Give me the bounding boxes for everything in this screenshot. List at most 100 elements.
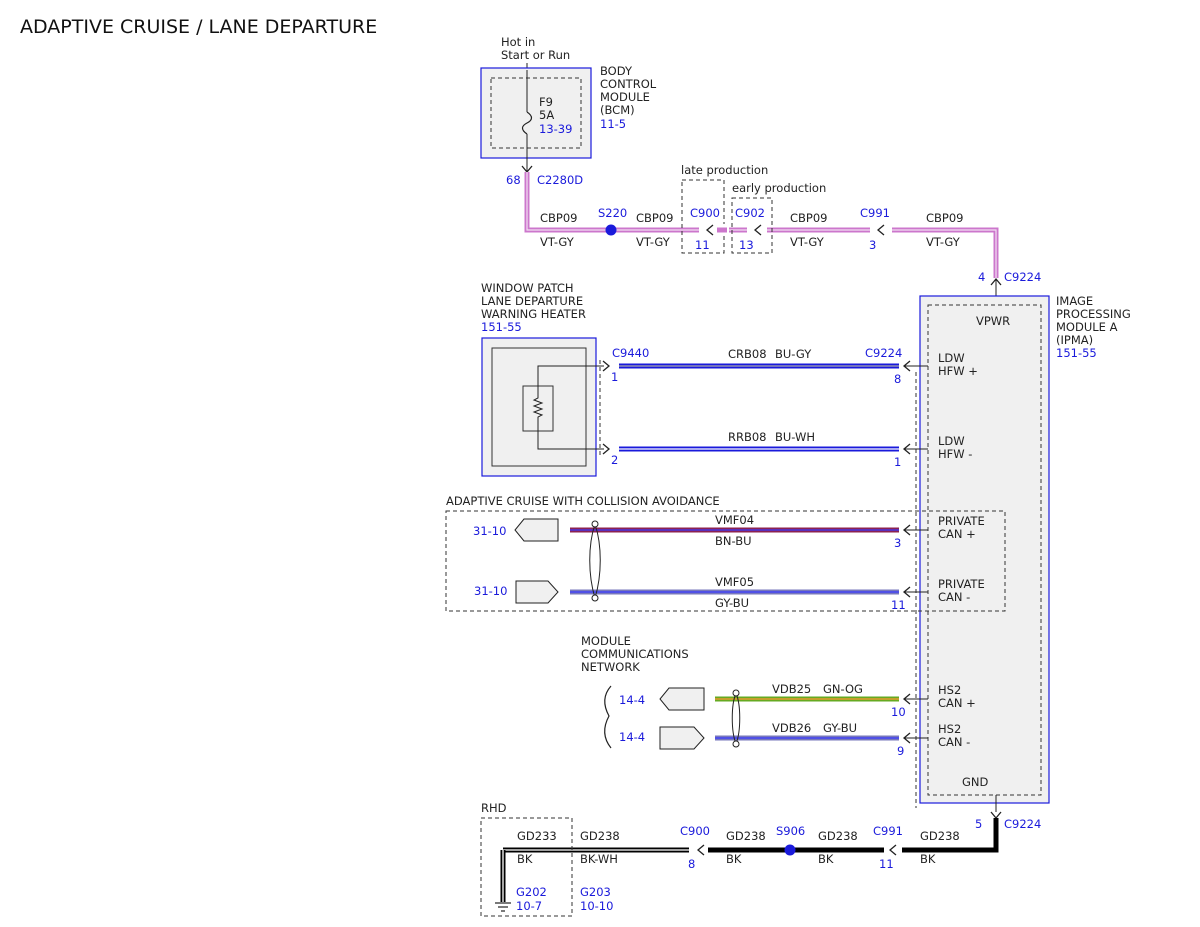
vmf04-color: BN-BU <box>715 534 752 548</box>
ipma-vpwr-label: VPWR <box>976 314 1010 328</box>
gd233-color: BK <box>517 852 533 866</box>
c9440-pin-2: 2 <box>611 453 618 467</box>
bcm-connector-c2280d[interactable]: C2280D <box>537 173 583 187</box>
heater-name-2: LANE DEPARTURE <box>481 294 583 308</box>
vdb25-color: GN-OG <box>823 682 863 696</box>
ground-connector-c900[interactable]: C900 <box>680 824 710 838</box>
ipma-pin-11: 11 <box>891 598 906 612</box>
connector-c991[interactable]: C991 <box>860 206 890 220</box>
c9440-pin2-arrow <box>602 443 611 455</box>
ipma-hs2-can-plus-2: CAN + <box>938 696 976 710</box>
early-production-box <box>731 197 773 254</box>
ipma-private-can-minus-1: PRIVATE <box>938 577 985 591</box>
heater-connector-c9440[interactable]: C9440 <box>612 346 649 360</box>
c991-pin: 3 <box>869 238 876 252</box>
splice-s906-label[interactable]: S906 <box>776 824 805 838</box>
connector-c902[interactable]: C902 <box>735 206 765 220</box>
heater-name-1: WINDOW PATCH <box>481 281 574 295</box>
mcn-wire2-offpage-connector[interactable] <box>659 726 705 750</box>
c9440-pin1-arrow <box>602 360 611 372</box>
fuse-symbol <box>521 111 533 135</box>
ipma-ldw-hfw-minus-2: HFW - <box>938 447 972 461</box>
mcn-wire1-ref-link[interactable]: 14-4 <box>619 693 645 707</box>
cbp09-color-label-1: VT-GY <box>540 235 575 249</box>
acc-wire1-ref-link[interactable]: 31-10 <box>473 524 506 538</box>
c9224-gnd-arrow <box>990 811 1002 820</box>
bcm-power-label-1: Hot in <box>501 35 535 49</box>
c902-pin: 13 <box>739 238 754 252</box>
heater-lead-2 <box>537 431 604 450</box>
heater-page-ref-link[interactable]: 151-55 <box>481 320 522 334</box>
ground-g203-ref[interactable]: 10-10 <box>580 899 613 913</box>
c902-gap <box>747 224 767 236</box>
cbp09-circuit-label-1: CBP09 <box>540 211 578 225</box>
gd238-seg1-circuit: GD238 <box>920 829 960 843</box>
ipma-hs2-can-plus-1: HS2 <box>938 683 961 697</box>
cbp09-circuit-label-2: CBP09 <box>636 211 674 225</box>
ipma-hs2-can-minus-1: HS2 <box>938 722 961 736</box>
vdb26-color: GY-BU <box>823 721 857 735</box>
crb08-circuit: CRB08 <box>728 347 767 361</box>
bcm-name-2: CONTROL <box>600 77 657 91</box>
ipma-pin-8: 8 <box>894 372 901 386</box>
ipma-pin-3: 3 <box>894 536 901 550</box>
acc-group-label: ADAPTIVE CRUISE WITH COLLISION AVOIDANCE <box>446 494 720 508</box>
ground-g202[interactable]: G202 <box>516 885 547 899</box>
late-production-box <box>681 179 725 254</box>
fuse-ref-link[interactable]: 13-39 <box>539 122 572 136</box>
gd238-seg4-color: BK-WH <box>580 852 618 866</box>
acc-wire2-ref-link[interactable]: 31-10 <box>474 584 507 598</box>
acc-twist-bottom <box>591 594 599 602</box>
ipma-pin-9: 9 <box>897 744 904 758</box>
ipma-pin-10: 10 <box>891 705 906 719</box>
ipma-connector-c9224-top[interactable]: C9224 <box>1004 270 1041 284</box>
acc-twisted-pair-icon <box>589 523 601 599</box>
late-production-label: late production <box>681 163 768 177</box>
splice-s220-label[interactable]: S220 <box>598 206 627 220</box>
bcm-power-label-2: Start or Run <box>501 48 570 62</box>
wire-gd238-bk[interactable] <box>708 818 999 853</box>
ground-g203[interactable]: G203 <box>580 885 611 899</box>
acc-twist-top <box>591 520 599 528</box>
ipma-private-can-plus-1: PRIVATE <box>938 514 985 528</box>
c900-arrow <box>705 224 714 236</box>
ipma-page-ref-link[interactable]: 151-55 <box>1056 346 1097 360</box>
c991-gnd-pin: 11 <box>879 857 894 871</box>
gd238-seg4-circuit: GD238 <box>580 829 620 843</box>
vmf05-circuit: VMF05 <box>715 575 754 589</box>
c991-gap <box>870 224 892 236</box>
gd238-seg2-color: BK <box>818 852 834 866</box>
ground-connector-c991[interactable]: C991 <box>873 824 903 838</box>
gd238-seg1-color: BK <box>920 852 936 866</box>
ipma-connector-c9224-gnd[interactable]: C9224 <box>1004 817 1041 831</box>
c991-gnd-gap-rect <box>884 844 902 856</box>
mcn-wire2-ref-link[interactable]: 14-4 <box>619 730 645 744</box>
c900-gnd-pin: 8 <box>688 857 695 871</box>
ipma-name-3: MODULE A <box>1056 320 1118 334</box>
acc-wire1-offpage-connector[interactable] <box>514 518 559 542</box>
c991-arrow <box>876 224 885 236</box>
bcm-internal-box <box>490 77 582 149</box>
acc-group-box <box>445 510 1006 612</box>
ipma-hs2-can-minus-2: CAN - <box>938 735 970 749</box>
splice-s906 <box>784 844 796 856</box>
mcn-label-1: MODULE <box>581 634 631 648</box>
acc-wire2-offpage-connector[interactable] <box>515 580 559 604</box>
connector-c900[interactable]: C900 <box>690 206 720 220</box>
c902-arrow <box>753 224 762 236</box>
heater-lead-1 <box>537 365 604 386</box>
cbp09-color-label-4: VT-GY <box>926 235 961 249</box>
ground-g202-ref[interactable]: 10-7 <box>516 899 542 913</box>
ipma-connector-c9224-heater[interactable]: C9224 <box>865 346 902 360</box>
ipma-name-4: (IPMA) <box>1056 333 1093 347</box>
bcm-page-ref-link[interactable]: 11-5 <box>600 117 626 131</box>
ipma-ldw-hfw-plus-2: HFW + <box>938 364 978 378</box>
ipma-name-1: IMAGE <box>1056 294 1093 308</box>
fuse-rating: 5A <box>539 108 554 122</box>
cbp09-color-label-3: VT-GY <box>790 235 825 249</box>
gd238-seg3-color: BK <box>726 852 742 866</box>
bcm-pin-number: 68 <box>506 173 521 187</box>
mcn-wire1-offpage-connector[interactable] <box>659 687 705 711</box>
vmf04-circuit: VMF04 <box>715 513 754 527</box>
